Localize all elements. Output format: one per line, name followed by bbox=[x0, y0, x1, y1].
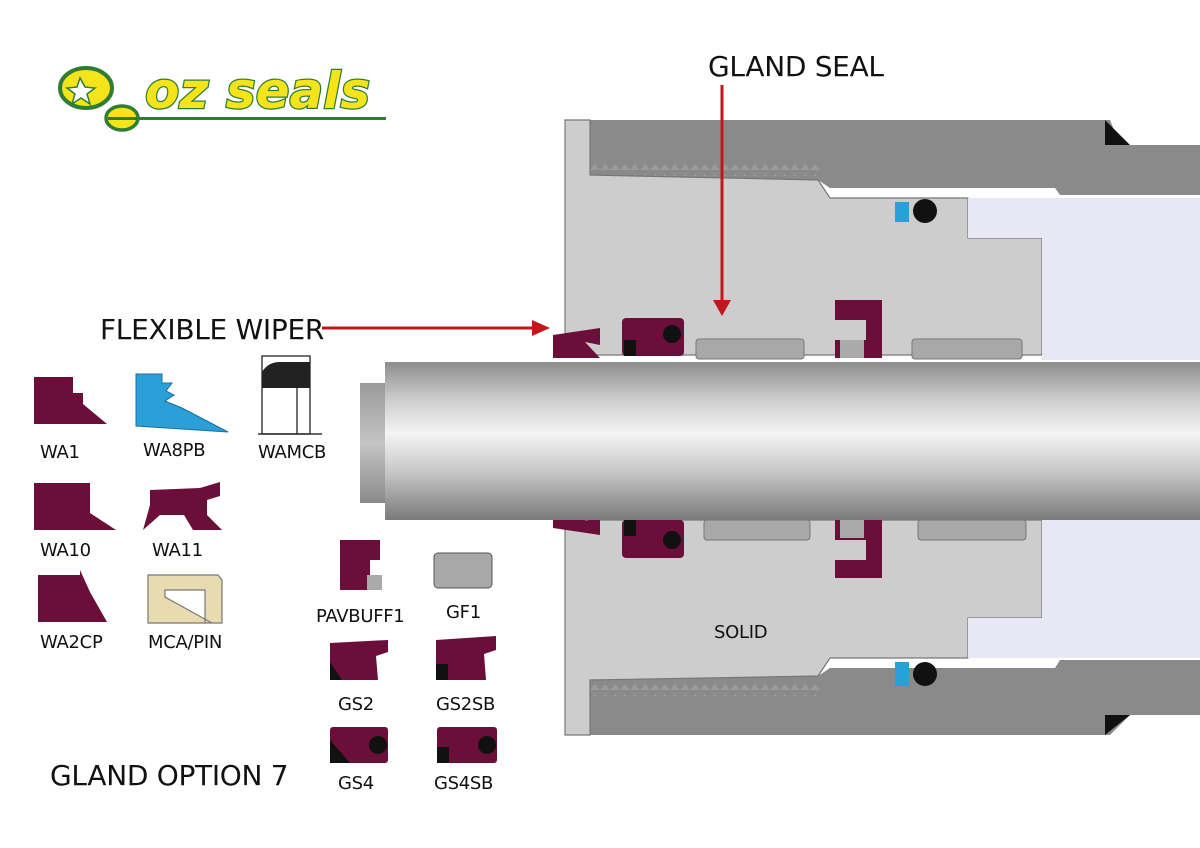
profile-gs4sb-label: GS4SB bbox=[434, 773, 493, 794]
oz-seals-logo: oz seals bbox=[58, 61, 386, 132]
profile-gs2sb-shape bbox=[436, 636, 496, 680]
profile-wa11-label: WA11 bbox=[152, 540, 203, 561]
piston-rod bbox=[360, 362, 1200, 520]
profile-gf1-label: GF1 bbox=[446, 602, 481, 623]
profile-wa8pb-label: WA8PB bbox=[143, 440, 205, 461]
arrow-right-icon bbox=[532, 320, 550, 336]
gland-seal-label: GLAND SEAL bbox=[708, 50, 884, 83]
arrow-down-icon bbox=[713, 300, 731, 316]
profile-gs4sb-shape bbox=[437, 727, 497, 763]
flexible-wiper-label: FLEXIBLE WIPER bbox=[100, 313, 324, 346]
profile-gs4-shape bbox=[330, 727, 388, 763]
profile-wa2cp-shape bbox=[38, 570, 107, 622]
logo-text: oz seals bbox=[145, 62, 370, 120]
gland-housing bbox=[564, 119, 1200, 736]
profile-wamcb-label: WAMCB bbox=[258, 442, 326, 463]
profile-gs4-label: GS4 bbox=[338, 773, 374, 794]
profile-gs2sb-label: GS2SB bbox=[436, 694, 495, 715]
wiper-profiles: WA1 WA8PB WAMCB WA10 WA11 WA2CP MCA/PIN bbox=[34, 355, 326, 653]
profile-mca-pin-shape bbox=[147, 574, 223, 624]
profile-wamcb-shape bbox=[258, 355, 322, 435]
profile-wa2cp-label: WA2CP bbox=[40, 632, 103, 653]
profile-wa1-shape bbox=[34, 377, 107, 424]
profile-gs2-label: GS2 bbox=[338, 694, 374, 715]
profile-wa10-label: WA10 bbox=[40, 540, 91, 561]
profile-mca-pin-label: MCA/PIN bbox=[148, 632, 222, 653]
profile-pavbuff1-shape bbox=[340, 540, 382, 590]
profile-pavbuff1-label: PAVBUFF1 bbox=[316, 606, 404, 627]
gland-option-label: GLAND OPTION 7 bbox=[50, 759, 288, 792]
profile-wa1-label: WA1 bbox=[40, 442, 80, 463]
solid-label: SOLID bbox=[714, 622, 767, 643]
flexible-wiper-callout: FLEXIBLE WIPER bbox=[100, 313, 550, 346]
profile-wa8pb-shape bbox=[135, 373, 229, 433]
profile-gs2-shape bbox=[330, 640, 388, 680]
seal-profiles: PAVBUFF1 GF1 GS2 GS2SB GS4 GS4SB bbox=[316, 540, 497, 794]
profile-wa11-shape bbox=[143, 482, 222, 530]
gland-seal-callout: GLAND SEAL bbox=[708, 50, 885, 316]
profile-wa10-shape bbox=[34, 483, 116, 530]
profile-gf1-shape bbox=[433, 552, 493, 589]
